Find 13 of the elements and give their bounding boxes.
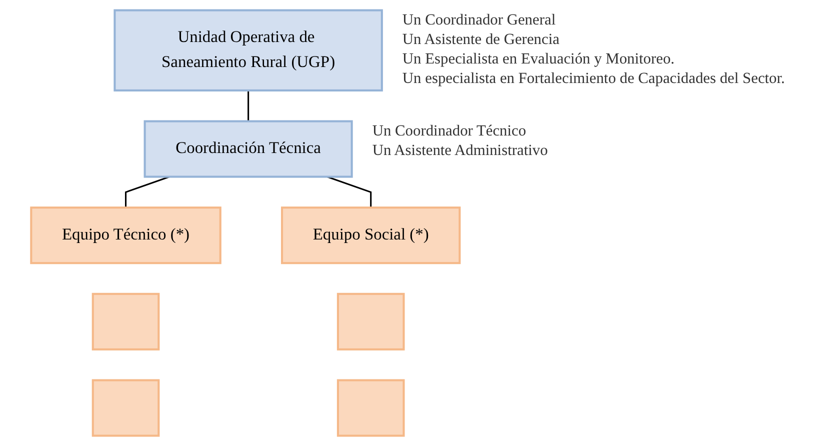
node-box <box>336 379 405 437</box>
node-box: Equipo Social (*) <box>280 206 461 264</box>
node-box <box>92 292 160 350</box>
staff-list: Un Coordinador Técnico Un Asistente Administrativo <box>372 122 548 160</box>
node-box: Unidad Operativa de Saneamiento Rural (UGP) <box>114 9 383 92</box>
connector <box>124 176 170 208</box>
connector <box>248 90 250 122</box>
node-box <box>92 379 160 437</box>
node-box: Coordinación Técnica <box>144 120 353 178</box>
node-box: Equipo Técnico (*) <box>30 206 222 264</box>
staff-list: Un Coordinador General Un Asistente de Gerencia Un Especialista en Evaluación y Monitoreo. Un especialista en Fortalecimiento de Capacidades del Sector. <box>402 12 785 88</box>
node-box <box>336 292 405 350</box>
connector <box>326 176 372 208</box>
